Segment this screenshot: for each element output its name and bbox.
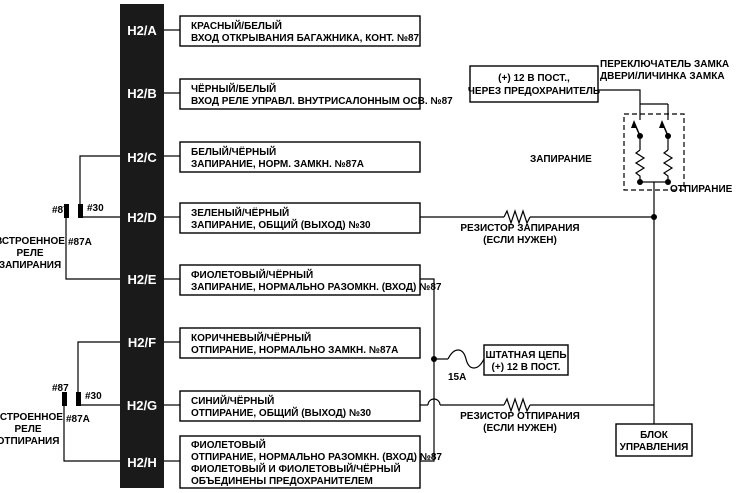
switch-node-1	[637, 133, 643, 139]
unlock-relay-title-3: ОТПИРАНИЯ	[0, 436, 59, 447]
pin-stubs	[164, 29, 180, 462]
circuit-box-d	[179, 202, 421, 234]
unlock-relay-contact-87	[62, 392, 67, 406]
circuit-box-f	[179, 327, 421, 359]
circuit-g-color: СИНИЙ/ЧЁРНЫЙ	[191, 394, 274, 407]
circuit-h-note-2: ОБЪЕДИНЕНЫ ПРЕДОХРАНИТЕЛЕМ	[191, 476, 373, 487]
switch-node-2	[665, 133, 671, 139]
circuit-box-h	[179, 435, 421, 489]
pin-label-b: H2/B	[127, 86, 157, 101]
switch-bus-junction	[651, 214, 657, 220]
circuit-g-function: ОТПИРАНИЕ, ОБЩИЙ (ВЫХОД) №30	[191, 406, 372, 419]
control-box-line-1: БЛОК	[640, 430, 669, 441]
circuit-box-a	[179, 15, 421, 47]
pin-label-a: H2/A	[127, 23, 157, 38]
circuit-d-function: ЗАПИРАНИЕ, ОБЩИЙ (ВЫХОД) №30	[191, 218, 371, 231]
switch-lock-label: ЗАПИРАНИЕ	[530, 154, 592, 165]
lock-relay-label-30: #30	[87, 203, 104, 214]
unlock-relay-wiring	[63, 341, 120, 462]
lock-resistor-label-1: РЕЗИСТОР ЗАПИРАНИЯ	[460, 223, 579, 234]
pin-label-d: H2/D	[127, 210, 157, 225]
power-box-line-1: (+) 12 В ПОСТ.,	[498, 73, 570, 84]
lock-relay-contact-87	[64, 204, 69, 218]
lock-resistor-label-2: (ЕСЛИ НУЖЕН)	[483, 235, 557, 246]
pin-label-h: H2/H	[127, 455, 157, 470]
unlock-relay-contact-87a	[76, 392, 81, 406]
switch-wiring	[598, 89, 674, 424]
circuit-box-c	[179, 141, 421, 173]
lock-relay-label-87a: #87A	[68, 237, 92, 248]
circuit-e-function: ЗАПИРАНИЕ, НОРМАЛЬНО РАЗОМКН. (ВХОД) №87	[191, 282, 442, 293]
lock-relay-contact-87a	[78, 204, 83, 218]
unlock-resistor-wiring	[420, 397, 654, 413]
switch-node-3	[637, 179, 643, 185]
lock-relay-title-2: РЕЛЕ	[16, 248, 43, 259]
circuit-c-function: ЗАПИРАНИЕ, НОРМ. ЗАМКН. №87А	[191, 159, 364, 170]
lock-resistor-wiring	[420, 209, 654, 225]
fuse-rating: 15А	[448, 372, 466, 383]
pin-label-f: H2/F	[128, 335, 156, 350]
power-box-line-2: ЧЕРЕЗ ПРЕДОХРАНИТЕЛЬ	[468, 86, 600, 97]
unlock-relay-title-2: РЕЛЕ	[14, 424, 41, 435]
unlock-resistor-label-2: (ЕСЛИ НУЖЕН)	[483, 423, 557, 434]
circuit-a-function: ВХОД ОТКРЫВАНИЯ БАГАЖНИКА, КОНТ. №87	[191, 33, 420, 44]
pin-label-e: H2/E	[128, 272, 157, 287]
unlock-relay-label-87: #87	[52, 383, 69, 394]
fused-supply-wiring	[420, 278, 485, 462]
fuse-junction	[431, 356, 437, 362]
unlock-relay-label-87a: #87A	[66, 414, 90, 425]
connector-body	[120, 4, 164, 488]
unlock-relay-label-30: #30	[85, 391, 102, 402]
circuit-box-g	[179, 390, 421, 422]
supply-box-line-1: ШТАТНАЯ ЦЕПЬ	[485, 350, 566, 361]
lock-relay-title-3: ЗАПИРАНИЯ	[0, 260, 61, 271]
circuit-box-b	[179, 78, 421, 110]
unlock-resistor-label-1: РЕЗИСТОР ОТПИРАНИЯ	[460, 411, 580, 422]
circuit-f-function: ОТПИРАНИЕ, НОРМАЛЬНО ЗАМКН. №87А	[191, 345, 398, 356]
lock-relay-label-87: #87	[52, 205, 69, 216]
power-box	[469, 65, 599, 103]
circuit-h-function: ОТПИРАНИЕ, НОРМАЛЬНО РАЗОМКН. (ВХОД) №87	[191, 452, 442, 463]
circuit-h-color: ФИОЛЕТОВЫЙ	[191, 438, 266, 451]
switch-title-2: ДВЕРИ/ЛИЧИНКА ЗАМКА	[600, 71, 725, 82]
circuit-c-color: БЕЛЫЙ/ЧЁРНЫЙ	[191, 145, 276, 158]
switch-unlock-label: ОТПИРАНИЕ	[670, 184, 733, 195]
switch-node-4	[665, 179, 671, 185]
circuit-a-color: КРАСНЫЙ/БЕЛЫЙ	[191, 19, 282, 32]
switch-outline	[623, 113, 685, 191]
pin-label-c: H2/C	[127, 150, 157, 165]
circuit-box-e	[179, 264, 421, 296]
supply-box	[483, 344, 569, 376]
circuit-f-color: КОРИЧНЕВЫЙ/ЧЁРНЫЙ	[191, 331, 311, 344]
switch-title-1: ПЕРЕКЛЮЧАТЕЛЬ ЗАМКА	[600, 59, 729, 70]
pin-label-g: H2/G	[127, 398, 157, 413]
control-box-line-2: УПРАВЛЕНИЯ	[620, 442, 689, 453]
circuit-h-note-1: ФИОЛЕТОВЫЙ И ФИОЛЕТОВЫЙ/ЧЁРНЫЙ	[191, 462, 401, 475]
unlock-relay-title-1: ВСТРОЕННОЕ	[0, 412, 63, 423]
control-box	[615, 423, 693, 457]
lock-relay-wiring	[65, 155, 120, 280]
supply-box-line-2: (+) 12 В ПОСТ.	[492, 362, 561, 373]
circuit-b-color: ЧЁРНЫЙ/БЕЛЫЙ	[191, 82, 276, 95]
lock-relay-title-1: ВСТРОЕННОЕ	[0, 236, 65, 247]
switch-contacts	[631, 120, 669, 137]
circuit-e-color: ФИОЛЕТОВЫЙ/ЧЁРНЫЙ	[191, 268, 313, 281]
circuit-b-function: ВХОД РЕЛЕ УПРАВЛ. ВНУТРИСАЛОННЫМ ОСВ. №8…	[191, 96, 453, 107]
circuit-d-color: ЗЕЛЕНЫЙ/ЧЁРНЫЙ	[191, 206, 289, 219]
